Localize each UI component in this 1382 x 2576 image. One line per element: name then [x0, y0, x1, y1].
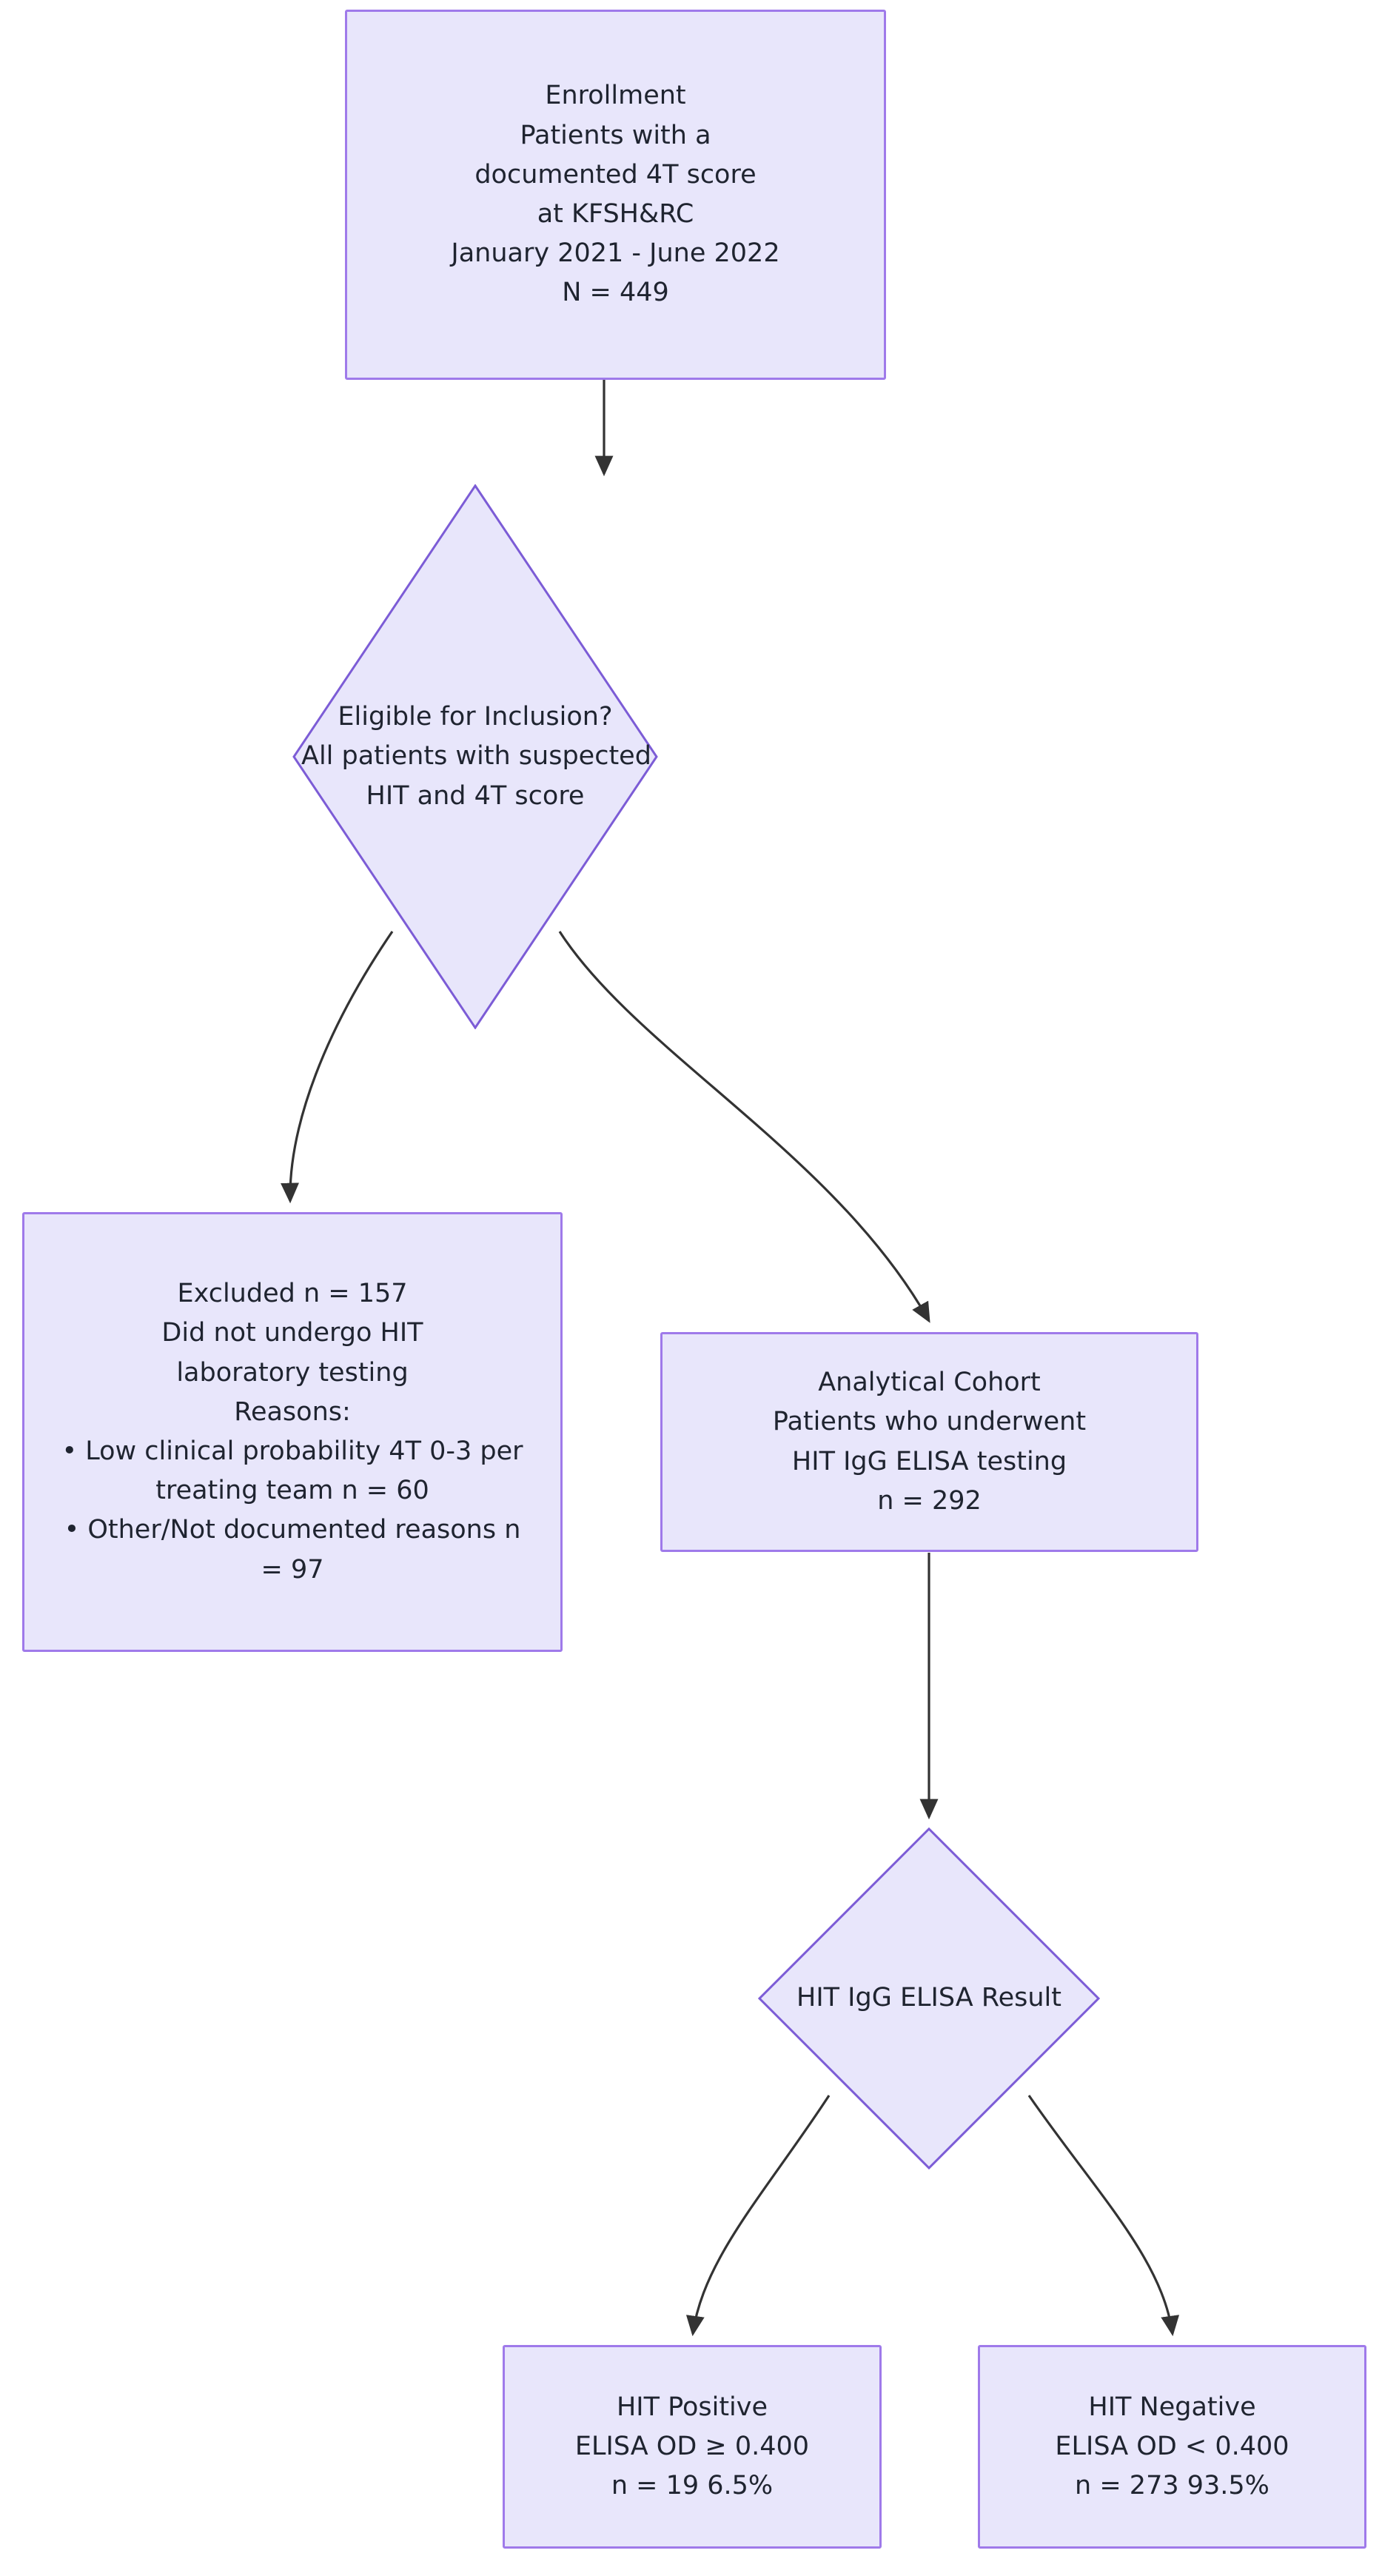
node-enrollment-line-2: Patients with a	[520, 120, 711, 150]
node-elisa-result-decision[interactable]: HIT IgG ELISA Result	[758, 1827, 1100, 2169]
node-eligibility-line-1: Eligible for Inclusion?	[338, 702, 613, 732]
node-positive-line-1: HIT Positive	[616, 2392, 768, 2422]
node-enrollment-line-3: documented 4T score	[474, 159, 757, 190]
node-excluded[interactable]: Excluded n = 157 Did not undergo HIT lab…	[22, 1212, 563, 1652]
edge-elisa-positive	[685, 2095, 831, 2337]
node-elisa-text: HIT IgG ELISA Result	[766, 1978, 1092, 2018]
node-analytical-cohort[interactable]: Analytical Cohort Patients who underwent…	[660, 1332, 1198, 1552]
node-cohort-line-2: Patients who underwent	[772, 1407, 1087, 1437]
node-enrollment-line-4: at KFSH&RC	[537, 199, 694, 229]
node-cohort-line-3: HIT IgG ELISA testing	[791, 1446, 1067, 1476]
node-excluded-reason-1: • Low clinical probability 4T 0-3 per tr…	[61, 1436, 523, 1506]
node-positive-line-2: ELISA OD ≥ 0.400	[574, 2431, 810, 2461]
node-eligibility-line-2: All patients with suspected	[301, 741, 651, 772]
node-excluded-line-4: Reasons:	[234, 1396, 351, 1427]
node-hit-positive[interactable]: HIT Positive ELISA OD ≥ 0.400 n = 19 6.5…	[503, 2345, 882, 2549]
node-enrollment-line-1: Enrollment	[545, 81, 686, 111]
node-enrollment[interactable]: Enrollment Patients with a documented 4T…	[345, 10, 886, 380]
node-enrollment-line-5: January 2021 - June 2022	[451, 238, 780, 269]
node-negative-line-1: HIT Negative	[1088, 2392, 1256, 2422]
node-excluded-line-1: Excluded n = 157	[177, 1279, 408, 1309]
node-cohort-line-1: Analytical Cohort	[818, 1368, 1041, 1398]
node-hit-negative[interactable]: HIT Negative ELISA OD < 0.400 n = 273 93…	[978, 2345, 1366, 2549]
node-eligibility-text: Eligible for Inclusion? All patients wit…	[301, 697, 651, 816]
node-negative-line-3: n = 273 93.5%	[1075, 2471, 1269, 2501]
node-eligibility-decision[interactable]: Eligible for Inclusion? All patients wit…	[292, 484, 658, 1029]
node-excluded-reason-2: • Other/Not documented reasons n = 97	[64, 1515, 521, 1585]
node-cohort-line-4: n = 292	[877, 1485, 982, 1516]
edge-eligibility-excluded	[281, 931, 394, 1204]
edge-eligibility-cohort	[558, 931, 930, 1323]
node-excluded-line-2: Did not undergo HIT	[161, 1318, 423, 1348]
node-enrollment-line-6: N = 449	[562, 278, 669, 308]
diamond-shape-eligibility	[292, 484, 658, 1029]
node-eligibility-line-3: HIT and 4T score	[366, 780, 585, 811]
diamond-shape-elisa-result	[758, 1827, 1100, 2169]
node-elisa-line-1: HIT IgG ELISA Result	[796, 1983, 1061, 2013]
node-negative-line-2: ELISA OD < 0.400	[1055, 2431, 1289, 2461]
node-excluded-line-3: laboratory testing	[176, 1357, 409, 1388]
edge-elisa-negative	[1027, 2095, 1180, 2337]
node-positive-line-3: n = 19 6.5%	[611, 2471, 774, 2501]
